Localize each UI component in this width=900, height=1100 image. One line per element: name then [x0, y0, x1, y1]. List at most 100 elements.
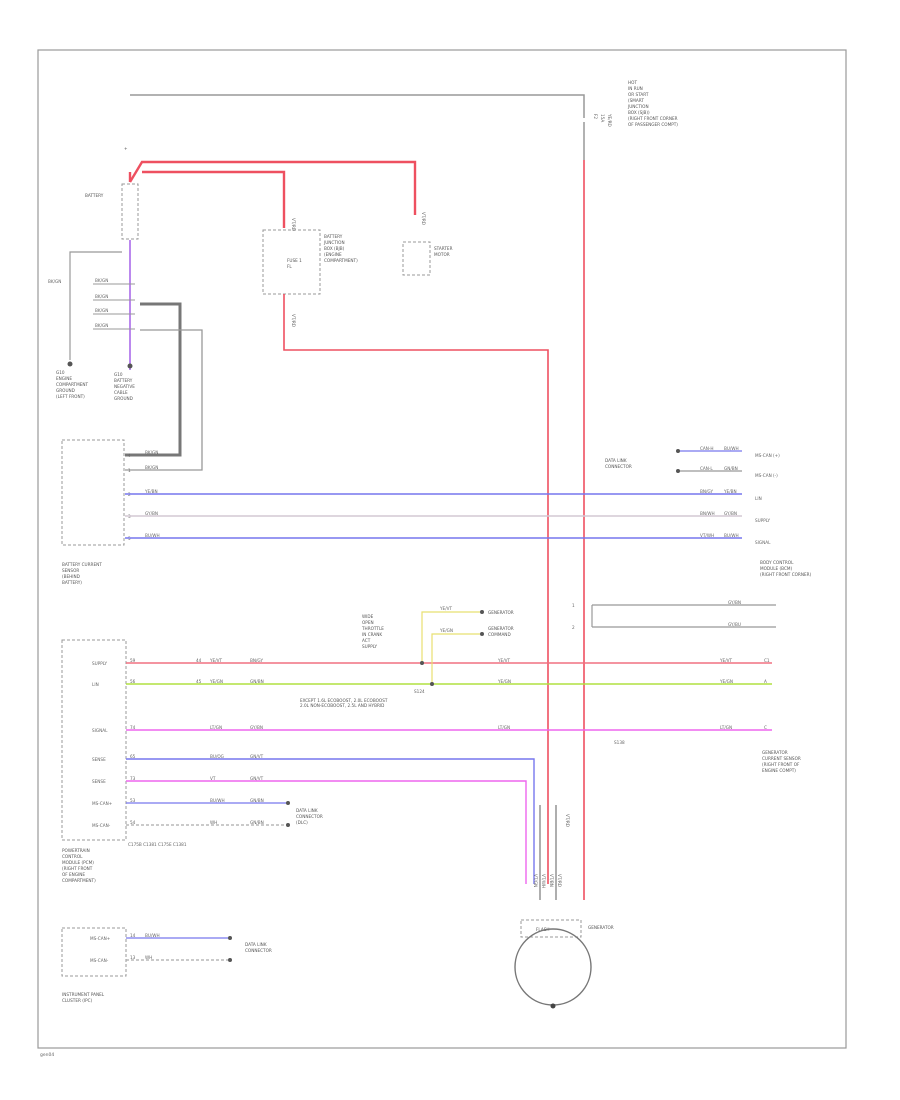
- pcm-pin-p1-1: 56: [130, 679, 136, 684]
- pcm-pin-p1-2: 74: [130, 725, 136, 730]
- pcm-sense1-wire: [126, 758, 535, 884]
- pcm-pin-c1-2: LT/GN: [210, 725, 222, 730]
- top-right-wire-0: F2: [593, 114, 598, 119]
- ipc-pin-color-0: BU/WH: [145, 933, 160, 938]
- ipc-module: [61, 927, 127, 977]
- can-l-node: [676, 469, 680, 473]
- bcs-caption-line-2: (BEHIND: [62, 574, 80, 579]
- pcm-pin-c1-6: WH: [210, 820, 217, 825]
- pcm-caption-line-2: MODULE (PCM): [62, 860, 94, 865]
- bus-code-1: BN/WH: [700, 511, 715, 516]
- pcm-pin-name-2: SIGNAL: [92, 728, 108, 733]
- hs-can-line-1: CONNECTOR: [296, 814, 323, 819]
- pcm-pin-c1-1: YE/GN: [209, 679, 223, 684]
- splice-yellow-1: [421, 611, 480, 663]
- bcs-ground-secondary: [125, 329, 203, 471]
- splice-note-line-1: 2.0L NON-ECOBOOST, 2.5L AND HYBRID: [300, 703, 384, 708]
- pcm-pin-c2-1: GN/BN: [250, 679, 264, 684]
- ground-right-line-4: GROUND: [114, 396, 133, 401]
- generator-box: [520, 919, 582, 938]
- ground-wire-left-top: [69, 251, 122, 270]
- can-h-node: [676, 449, 680, 453]
- ground-right-line-0: G10: [114, 372, 123, 377]
- fuse-caption-line-0: BATTERY: [324, 234, 343, 239]
- gen-bottom-wire-1: VT/WH: [541, 874, 546, 888]
- pcm-pin-c3-1: YE/GN: [497, 679, 511, 684]
- bus-code-2: VT/WH: [700, 533, 714, 538]
- splice-note-line-0: EXCEPT 1.6L ECOBOOST, 2.0L ECOBOOST: [300, 698, 388, 703]
- battery-plus-sign: +: [124, 146, 128, 151]
- bcm-label-line-2: (RIGHT FRONT CORNER): [760, 572, 812, 577]
- splice-left-line-1: OPEN: [362, 620, 374, 625]
- bcs-ground-heavy: [125, 302, 182, 457]
- bcs-pin-wire-0: BK/GN: [145, 450, 158, 455]
- pcm-caption-line-0: POWERTRAIN: [62, 848, 90, 853]
- bcs-pin-wire-1: BK/GN: [145, 465, 158, 470]
- splice-node-1: [420, 661, 424, 665]
- top-right-note-line-7: OF PASSENGER COMPT): [628, 122, 678, 127]
- pcm-pin-name-0: SUPPLY: [92, 661, 108, 666]
- sensor-wire-label-3: BK/GN: [95, 323, 108, 328]
- left-ground-wire-label: BK/GN: [48, 279, 61, 284]
- battery-body: [121, 183, 139, 240]
- can-name-0: MS-CAN (+): [755, 453, 780, 458]
- splice-yellow-2: [431, 633, 480, 684]
- pcm-pin-p1-6: 54: [130, 820, 136, 825]
- gem-pin-0: 1: [572, 603, 575, 608]
- splice-name-2-line-1: COMMAND: [488, 632, 511, 637]
- pcm-pin-name-3: SENSE: [92, 757, 106, 762]
- can-code-0: CAN-H: [700, 446, 714, 451]
- battery-positive-cable: [128, 160, 417, 215]
- top-right-note-line-2: OR START: [628, 92, 649, 97]
- ipc-pin-color-1: WH: [145, 955, 152, 960]
- splice-s124: S124: [414, 689, 425, 694]
- gem-pin-1: 2: [572, 625, 575, 630]
- gen-vert-wire: VT/RD: [565, 814, 570, 827]
- bcs-pin-num-0: 4: [128, 453, 131, 458]
- bcm-label-line-1: MODULE (BCM): [760, 566, 792, 571]
- ground-left-line-2: COMPARTMENT: [56, 382, 89, 387]
- pcm-dlc-node-1: [286, 801, 290, 805]
- pcm-pin-c2-5: GN/BN: [250, 798, 264, 803]
- battery-label: BATTERY: [85, 193, 104, 198]
- splice-end-2: [480, 632, 484, 636]
- pcm-caption-line-4: OF ENGINE: [62, 872, 85, 877]
- ground-right-line-1: BATTERY: [114, 378, 133, 383]
- pcm-pin-c1-5: BU/WH: [210, 798, 225, 803]
- sensor-wire-label-0: BK/GN: [95, 278, 108, 283]
- pcm-pin-c1-4: VT: [210, 776, 216, 781]
- bcs-caption-line-0: BATTERY CURRENT: [62, 562, 102, 567]
- generator-label: GENERATOR: [588, 925, 614, 930]
- ground-node-g10-right: [127, 363, 133, 369]
- pcm-pin-name-5: MS-CAN+: [92, 801, 113, 806]
- dlc-upper-line-0: DATA LINK: [605, 458, 627, 463]
- pcm-pin-c4-1: YE/GN: [719, 679, 733, 684]
- pcm-pin-p2-0: 44: [196, 658, 202, 663]
- diagram-frame: [37, 49, 847, 1049]
- pcm-pin-c4-2: LT/GN: [720, 725, 732, 730]
- pcm-pin-far-1: A: [764, 679, 767, 684]
- ipc-pin-num-1: 13: [130, 955, 136, 960]
- bcs-module: [61, 439, 125, 546]
- ipc-pin-num-0: 14: [130, 933, 136, 938]
- ipc-caption-line-0: INSTRUMENT PANEL: [62, 992, 105, 997]
- top-right-note-line-5: BOX (SJB)): [628, 110, 650, 115]
- fuse-caption-line-4: COMPARTMENT): [324, 258, 358, 263]
- pcm-caption-line-1: CONTROL: [62, 854, 83, 859]
- pcm-dlc-node-2: [286, 823, 290, 827]
- ground-left-line-3: GROUND: [56, 388, 75, 393]
- splice-wire-1: YE/VT: [439, 606, 452, 611]
- bus-color-0: YE/BN: [723, 489, 737, 494]
- can-code-1: CAN-L: [700, 466, 713, 471]
- can-name-1: MS-CAN (-): [755, 473, 778, 478]
- ignition-feed-wire: [130, 94, 585, 118]
